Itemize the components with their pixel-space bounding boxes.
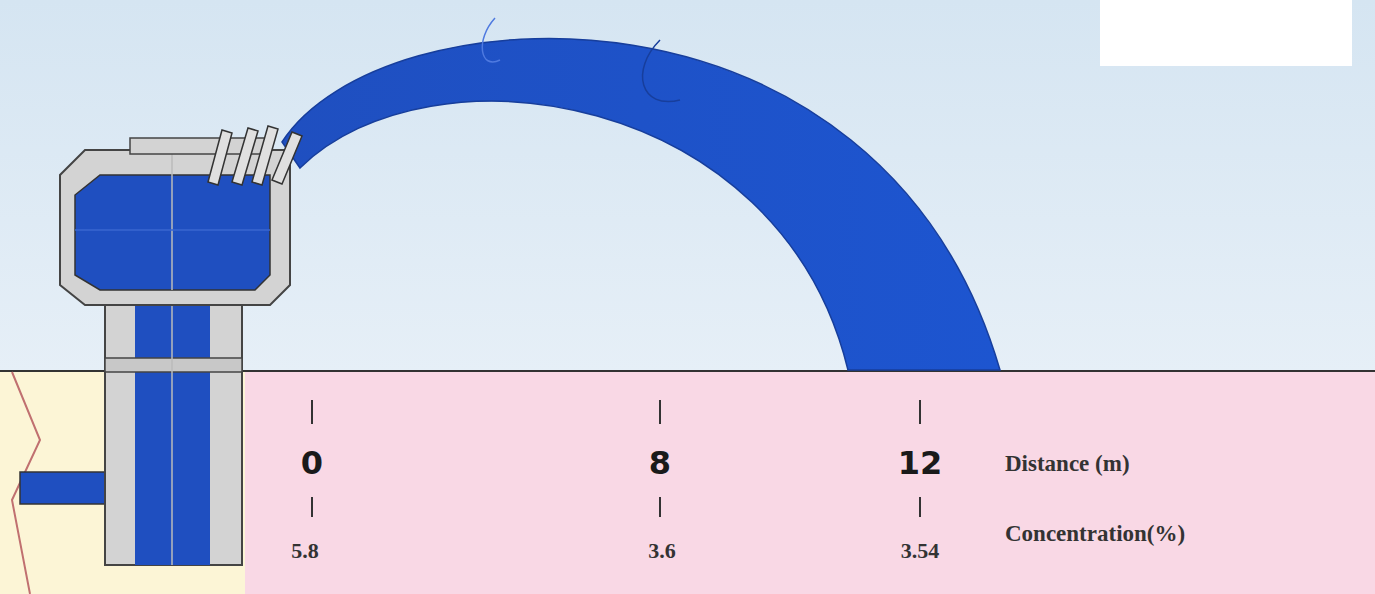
concentration-value: 5.8 (291, 540, 319, 562)
jet-segment (643, 40, 680, 102)
distance-value: 0 (301, 447, 323, 479)
pink-band (245, 372, 1375, 594)
distance-value: 8 (649, 447, 671, 479)
concentration-value: 3.54 (901, 540, 940, 562)
white-panel (1100, 0, 1352, 66)
distance-value: 12 (898, 447, 943, 479)
jet-segment (482, 18, 500, 62)
nozzles (208, 126, 302, 185)
stem-housing (105, 290, 242, 565)
flange (105, 358, 242, 372)
concentration-value: 3.6 (648, 540, 676, 562)
stem-water (135, 290, 210, 565)
tick-marks (312, 400, 920, 517)
water-jet (282, 38, 1000, 370)
axis-label: Distance (m) (1005, 452, 1130, 475)
axis-label: Concentration(%) (1005, 522, 1185, 545)
